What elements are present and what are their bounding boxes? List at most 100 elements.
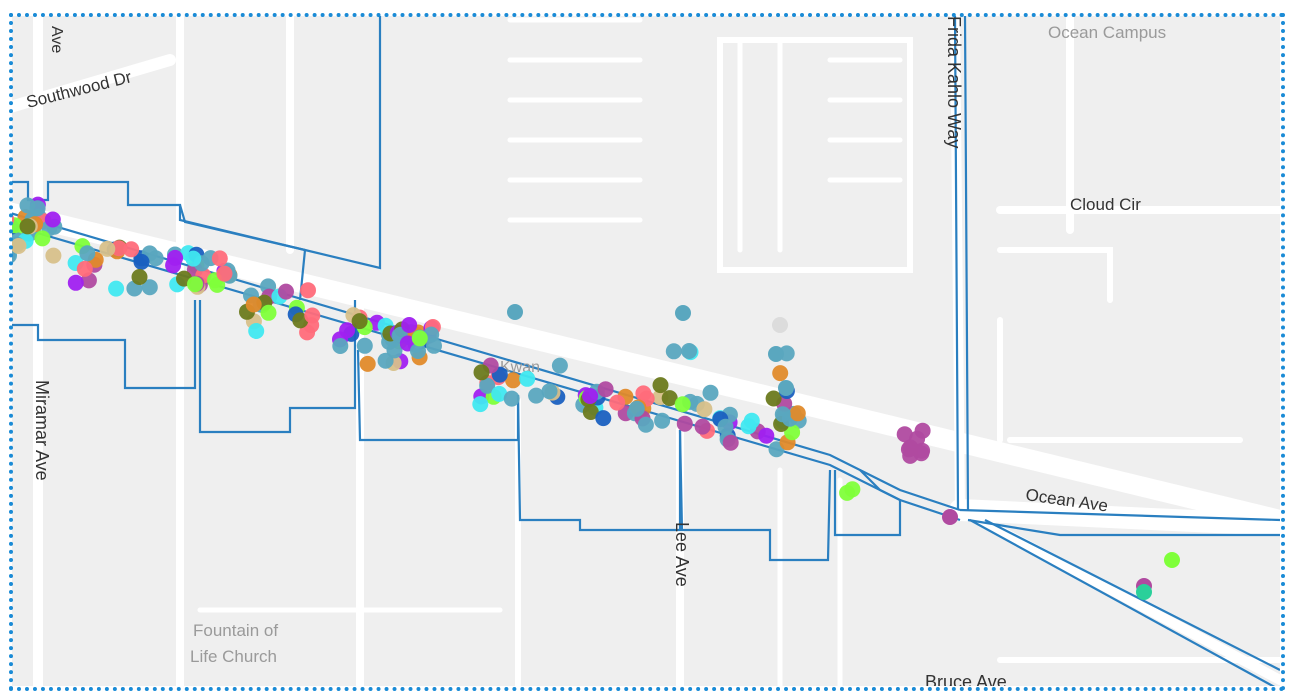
map-marker-237[interactable] <box>507 304 523 320</box>
map-marker-74[interactable] <box>167 249 184 266</box>
label-cloud-cir: Cloud Cir <box>1070 195 1141 214</box>
map-marker-231[interactable] <box>942 509 958 525</box>
map-marker-202[interactable] <box>722 434 739 451</box>
district-boundaries <box>12 16 1280 686</box>
map-marker-49[interactable] <box>99 240 116 257</box>
map-marker-24[interactable] <box>12 238 27 254</box>
map-marker-192[interactable] <box>676 415 693 432</box>
map-marker-168[interactable] <box>652 377 669 394</box>
map-marker-47[interactable] <box>133 253 150 270</box>
map-marker-45[interactable] <box>76 260 93 277</box>
map-marker-190[interactable] <box>674 396 691 413</box>
map-marker-234[interactable] <box>1136 584 1152 600</box>
map-marker-191[interactable] <box>694 418 711 435</box>
map-marker-176[interactable] <box>609 394 626 411</box>
map-marker-170[interactable] <box>635 385 652 402</box>
map-marker-90[interactable] <box>292 312 309 329</box>
map-marker-48[interactable] <box>131 269 148 285</box>
map-marker-210[interactable] <box>740 418 757 435</box>
map-marker-179[interactable] <box>582 388 599 404</box>
map-marker-169[interactable] <box>595 410 612 427</box>
map-marker-239[interactable] <box>778 380 794 396</box>
map-marker-135[interactable] <box>401 317 418 333</box>
map-marker-181[interactable] <box>665 343 682 360</box>
map-marker-175[interactable] <box>637 416 654 433</box>
map-marker-109[interactable] <box>332 338 349 354</box>
map-marker-118[interactable] <box>386 342 403 359</box>
map-marker-212[interactable] <box>789 405 806 422</box>
map-marker-93[interactable] <box>260 304 277 321</box>
label-frida-kahlo-way: Frida Kahlo Way <box>944 16 964 148</box>
map-marker-71[interactable] <box>216 265 233 282</box>
map-marker-26[interactable] <box>34 230 51 247</box>
map-marker-232[interactable] <box>1164 552 1180 568</box>
map-marker-102[interactable] <box>359 355 376 372</box>
road-network <box>12 16 1280 686</box>
map-marker-18[interactable] <box>19 197 36 214</box>
map-marker-32[interactable] <box>108 280 125 297</box>
map-marker-130[interactable] <box>410 343 426 359</box>
map-marker-189[interactable] <box>696 401 713 418</box>
label-lee-ave: Lee Ave <box>672 522 692 587</box>
map-marker-153[interactable] <box>541 383 558 400</box>
map-marker-115[interactable] <box>356 337 373 354</box>
map-marker-228[interactable] <box>914 442 931 459</box>
map-marker-20[interactable] <box>44 211 61 228</box>
poi-labels: Ocean Campus Fountain of Life Church <box>190 23 1166 666</box>
map-marker-216[interactable] <box>772 365 789 382</box>
map-marker-145[interactable] <box>519 370 536 387</box>
map-marker-155[interactable] <box>551 357 568 374</box>
map-marker-187[interactable] <box>681 343 698 359</box>
label-ave-top: Ave <box>48 26 65 53</box>
map-marker-89[interactable] <box>248 323 265 339</box>
map-marker-205[interactable] <box>784 424 801 441</box>
map-marker-39[interactable] <box>141 279 158 296</box>
map-marker-78[interactable] <box>300 282 316 299</box>
map-marker-186[interactable] <box>702 384 719 401</box>
map-marker-44[interactable] <box>123 241 140 258</box>
map-marker-226[interactable] <box>900 441 917 458</box>
map-marker-214[interactable] <box>758 427 775 444</box>
map-marker-148[interactable] <box>472 396 489 413</box>
map-marker-151[interactable] <box>503 390 520 407</box>
map-marker-139[interactable] <box>528 387 545 404</box>
map-marker-91[interactable] <box>278 283 294 300</box>
map-marker-230[interactable] <box>844 481 861 498</box>
map-marker-92[interactable] <box>304 307 321 324</box>
map-marker-180[interactable] <box>597 381 614 398</box>
map-marker-225[interactable] <box>896 426 913 443</box>
map-marker-220[interactable] <box>774 406 791 423</box>
map-marker-43[interactable] <box>79 245 96 262</box>
map-marker-94[interactable] <box>245 296 262 313</box>
label-ocean-campus: Ocean Campus <box>1048 23 1166 42</box>
map-marker-46[interactable] <box>67 274 84 291</box>
map-marker-235[interactable] <box>772 317 788 333</box>
map-marker-174[interactable] <box>628 400 645 417</box>
map-marker-73[interactable] <box>187 276 203 293</box>
map-marker-182[interactable] <box>661 390 678 407</box>
map-marker-69[interactable] <box>185 250 202 267</box>
map-marker-164[interactable] <box>654 412 671 429</box>
map-marker-119[interactable] <box>351 313 368 330</box>
map-marker-147[interactable] <box>479 377 496 394</box>
map-marker-154[interactable] <box>473 364 490 381</box>
map-marker-238[interactable] <box>768 346 784 362</box>
map-marker-143[interactable] <box>505 372 522 389</box>
map-marker-236[interactable] <box>675 305 691 321</box>
map-marker-22[interactable] <box>19 218 36 235</box>
map-marker-165[interactable] <box>582 404 599 420</box>
map-marker-213[interactable] <box>717 418 734 435</box>
map-marker-25[interactable] <box>45 247 62 264</box>
map-marker-150[interactable] <box>491 385 508 402</box>
map-marker-9[interactable] <box>12 217 23 234</box>
map-marker-72[interactable] <box>211 250 228 267</box>
map-marker-218[interactable] <box>765 390 782 407</box>
map-view[interactable]: Ave Southwood Dr Miramar Ave Frida Kahlo… <box>12 16 1280 686</box>
map-marker-110[interactable] <box>339 322 356 339</box>
label-miramar-ave: Miramar Ave <box>32 380 52 481</box>
map-marker-137[interactable] <box>411 330 428 347</box>
map-marker-41[interactable] <box>110 240 127 257</box>
map-canvas[interactable]: Ave Southwood Dr Miramar Ave Frida Kahlo… <box>12 16 1280 686</box>
data-points[interactable] <box>12 196 1180 600</box>
label-church-line2: Life Church <box>190 647 277 666</box>
